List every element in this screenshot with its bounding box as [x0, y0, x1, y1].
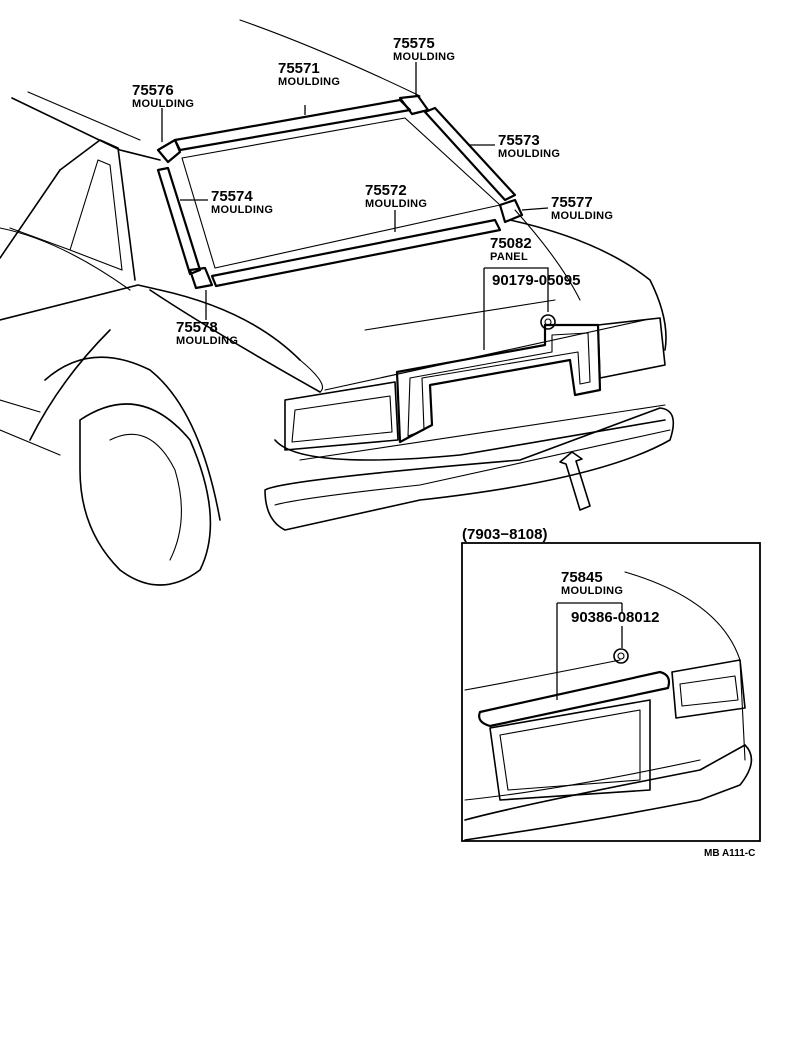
moulding-75578-shape [188, 266, 214, 290]
clip-90386-shape [613, 648, 629, 664]
callout-75575: 75575 MOULDING [393, 35, 455, 63]
callout-75576: 75576 MOULDING [132, 82, 194, 110]
callout-75577: 75577 MOULDING [551, 194, 613, 222]
part-label: MOULDING [393, 51, 455, 63]
moulding-75573-shape [423, 106, 517, 202]
view-arrow [559, 451, 591, 511]
part-label: MOULDING [561, 585, 623, 597]
part-number: 90386-08012 [571, 609, 659, 626]
part-number: 75571 [278, 60, 320, 77]
part-number: 75578 [176, 319, 218, 336]
figure-code: MB A111-C [704, 848, 755, 859]
leader-lines [161, 62, 549, 350]
moulding-75571-shape [173, 98, 412, 152]
car-body [0, 19, 675, 586]
part-label: MOULDING [551, 210, 613, 222]
inset-7903-8108: (7903−8108) 75845 MOULDING 90386-08012 [461, 526, 761, 842]
callout-75578: 75578 MOULDING [176, 319, 238, 347]
license-panel [395, 314, 602, 511]
part-label: MOULDING [132, 98, 194, 110]
callout-75573: 75573 MOULDING [498, 132, 560, 160]
bolt-90179-shape [540, 314, 556, 330]
inset-date-range: (7903−8108) [462, 526, 548, 543]
moulding-75577-shape [498, 198, 524, 224]
part-number: 90179-05095 [492, 272, 580, 289]
part-label: MOULDING [211, 204, 273, 216]
callout-90179: 90179-05095 [492, 272, 580, 289]
callout-75572: 75572 MOULDING [365, 182, 427, 210]
panel-75082-shape [395, 323, 602, 444]
part-number: 75575 [393, 35, 435, 52]
part-label: MOULDING [278, 76, 340, 88]
part-label: MOULDING [498, 148, 560, 160]
callout-75082: 75082 PANEL [490, 235, 532, 263]
part-number: 75577 [551, 194, 593, 211]
moulding-75576-shape [156, 138, 182, 164]
callout-75845: 75845 MOULDING [561, 569, 623, 597]
part-label: MOULDING [176, 335, 238, 347]
part-number: 75845 [561, 569, 603, 586]
part-number: 75082 [490, 235, 532, 252]
inset-frame [461, 542, 761, 842]
part-label: PANEL [490, 251, 528, 263]
callout-90386: 90386-08012 [571, 609, 659, 626]
callout-75574: 75574 MOULDING [211, 188, 273, 216]
callout-75571: 75571 MOULDING [278, 60, 340, 88]
moulding-75845-shape [478, 670, 671, 728]
part-number: 75573 [498, 132, 540, 149]
part-number: 75574 [211, 188, 253, 205]
part-number: 75572 [365, 182, 407, 199]
rear-window-mouldings [156, 94, 524, 290]
part-label: MOULDING [365, 198, 427, 210]
part-number: 75576 [132, 82, 174, 99]
moulding-75572-shape [210, 218, 502, 288]
moulding-75574-shape [156, 166, 202, 276]
